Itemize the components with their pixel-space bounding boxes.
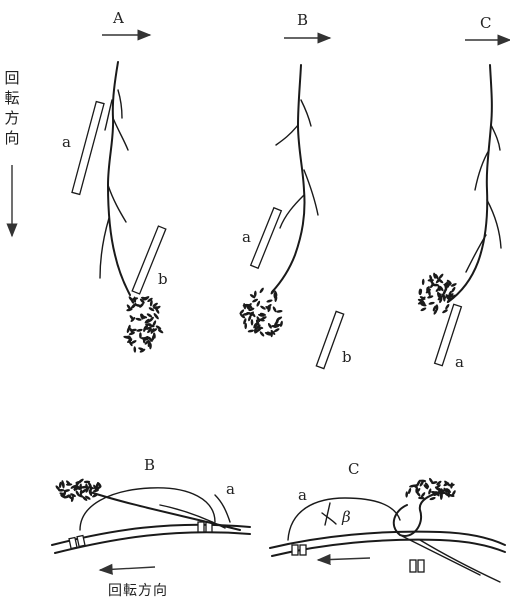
bar-b-panel-b [316, 311, 343, 368]
seed-grain [429, 496, 436, 500]
seed-grain [256, 300, 261, 307]
seed-grain [422, 279, 425, 286]
bottom-bar-label-b: a [226, 482, 235, 497]
seed-grain [420, 307, 427, 312]
bar-a-label-panel-a: a [62, 135, 71, 150]
seed-grain [133, 346, 136, 353]
panel-c-label: C [480, 16, 491, 31]
seed-grain [444, 303, 450, 310]
seed-grain [407, 488, 412, 495]
seed-grain [405, 491, 408, 498]
seed-grain [259, 331, 265, 338]
panel-a-label: A [113, 11, 124, 26]
bar-a-label-panel-c: a [455, 355, 464, 370]
bottom-panel-b-label: B [144, 458, 155, 473]
bar-a-panel-a [72, 102, 104, 195]
bottom-panel-c-label: C [348, 462, 359, 477]
angle-beta-label: β [342, 510, 351, 525]
seed-grain [260, 305, 267, 311]
bottom-panel-b [52, 478, 250, 570]
seed-head-bottom-b [55, 478, 103, 502]
seed-grain [276, 310, 283, 313]
seed-head-bottom-c [405, 477, 456, 501]
seed-grain [248, 329, 255, 333]
plant-b [239, 65, 318, 337]
seed-grain [442, 309, 449, 314]
rotation-direction-vertical-text: 回転方向 [4, 69, 19, 147]
seed-head-b [239, 287, 284, 337]
bar-b-label-panel-a: b [158, 272, 168, 287]
bar-a-panel-b [251, 208, 282, 268]
rotation-direction-horizontal: 回転方向 [108, 580, 168, 600]
rotation-direction-vertical: 回転方向 [3, 68, 21, 148]
seed-head-c [417, 272, 457, 315]
seed-grain [418, 497, 424, 500]
bar-a-label-panel-b: a [242, 230, 251, 245]
seed-grain [420, 479, 427, 482]
seed-grain [136, 328, 143, 332]
seed-grain [279, 320, 283, 327]
seed-grain [251, 319, 254, 325]
seed-grain [259, 287, 265, 294]
bar-b-label-panel-b: b [342, 350, 352, 365]
seed-grain [154, 313, 160, 320]
panel-b-label: B [297, 13, 308, 28]
seed-grain [252, 298, 259, 303]
bottom-bar-label-c: a [298, 488, 307, 503]
seed-grain [428, 301, 435, 305]
plant-a [100, 62, 164, 353]
seed-grain [266, 299, 273, 303]
plant-c [417, 65, 501, 315]
seed-head-a [123, 295, 164, 353]
